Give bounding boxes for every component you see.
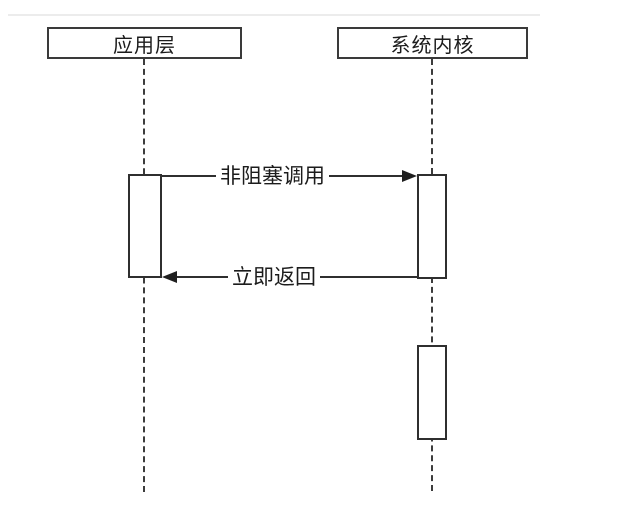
actor-box-system-kernel: 系统内核 [337,27,528,59]
arrowhead-right-icon [402,170,417,182]
message-label-nonblocking-call: 非阻塞调用 [216,163,329,189]
activation-bar-system-kernel-1 [417,174,447,279]
actor-box-application-layer: 应用层 [47,27,242,59]
message-label-immediate-return: 立即返回 [228,264,320,290]
arrowhead-left-icon [162,271,177,283]
activation-bar-system-kernel-2 [417,345,447,440]
actor-label-system-kernel: 系统内核 [390,32,475,57]
activation-bar-application-layer [128,174,162,278]
actor-label-application-layer: 应用层 [113,32,176,57]
page-edge-artifact-line [8,14,540,16]
